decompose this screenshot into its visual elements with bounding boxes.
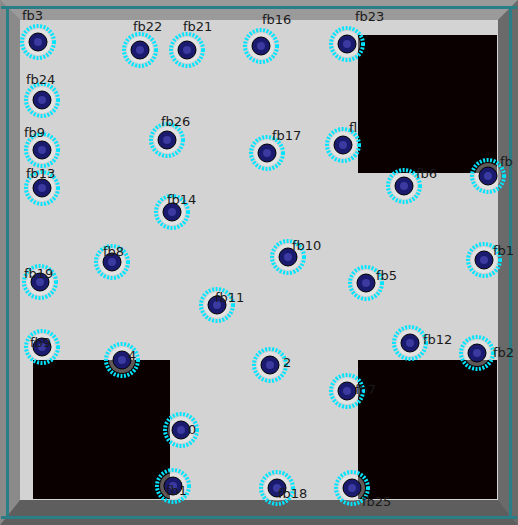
robot-label: fb1 xyxy=(493,244,514,258)
robot-marker xyxy=(106,344,138,376)
robot-marker xyxy=(124,34,156,66)
robot-label: fb14 xyxy=(167,193,196,207)
robot-label: fb26 xyxy=(161,115,190,129)
robot-label: fb23 xyxy=(355,10,384,24)
robot-marker xyxy=(171,34,203,66)
robot-marker xyxy=(26,331,58,363)
robot-label: 4 xyxy=(128,349,136,363)
robot-marker xyxy=(22,26,54,58)
robot-label: fb13 xyxy=(26,167,55,181)
robot-marker xyxy=(157,470,189,502)
robot-marker xyxy=(254,349,286,381)
robot-label: fb11 xyxy=(215,291,244,305)
robot-label: fb21 xyxy=(183,20,212,34)
robot-label: fb5 xyxy=(376,269,397,283)
robot-label: fb3 xyxy=(22,9,43,23)
robot-label: 0 xyxy=(188,423,196,437)
robot-marker xyxy=(26,84,58,116)
robot-label: fb2 xyxy=(493,346,514,360)
robot-label: 2 xyxy=(283,356,291,370)
robot-marker xyxy=(165,414,197,446)
robot-marker xyxy=(388,170,420,202)
robot-label: fb25 xyxy=(362,495,391,509)
robot-label: fb9 xyxy=(24,126,45,140)
robot-label: fb xyxy=(500,155,513,169)
robot-label: fb12 xyxy=(423,333,452,347)
robot-marker xyxy=(96,246,128,278)
robot-marker xyxy=(394,327,426,359)
robot-marker xyxy=(331,28,363,60)
robot-label: fb18 xyxy=(278,487,307,501)
robot-marker xyxy=(245,30,277,62)
robot-label: fb22 xyxy=(133,20,162,34)
robot-label: fb7 xyxy=(355,383,376,397)
robot-label: fb9 xyxy=(30,336,51,350)
robot-label: fb16 xyxy=(262,13,291,27)
robot-label: fb10 xyxy=(292,239,321,253)
robot-label: fb1 xyxy=(166,484,187,498)
robot-label: fb24 xyxy=(26,73,55,87)
robot-marker xyxy=(24,266,56,298)
robot-marker xyxy=(472,160,504,192)
robot-label: fb19 xyxy=(24,267,53,281)
robot-marker xyxy=(461,337,493,369)
robot-label: fb8 xyxy=(103,245,124,259)
robot-label: fb6 xyxy=(416,167,437,181)
robot-label: fb17 xyxy=(272,129,301,143)
robot-label: fl xyxy=(349,121,357,135)
